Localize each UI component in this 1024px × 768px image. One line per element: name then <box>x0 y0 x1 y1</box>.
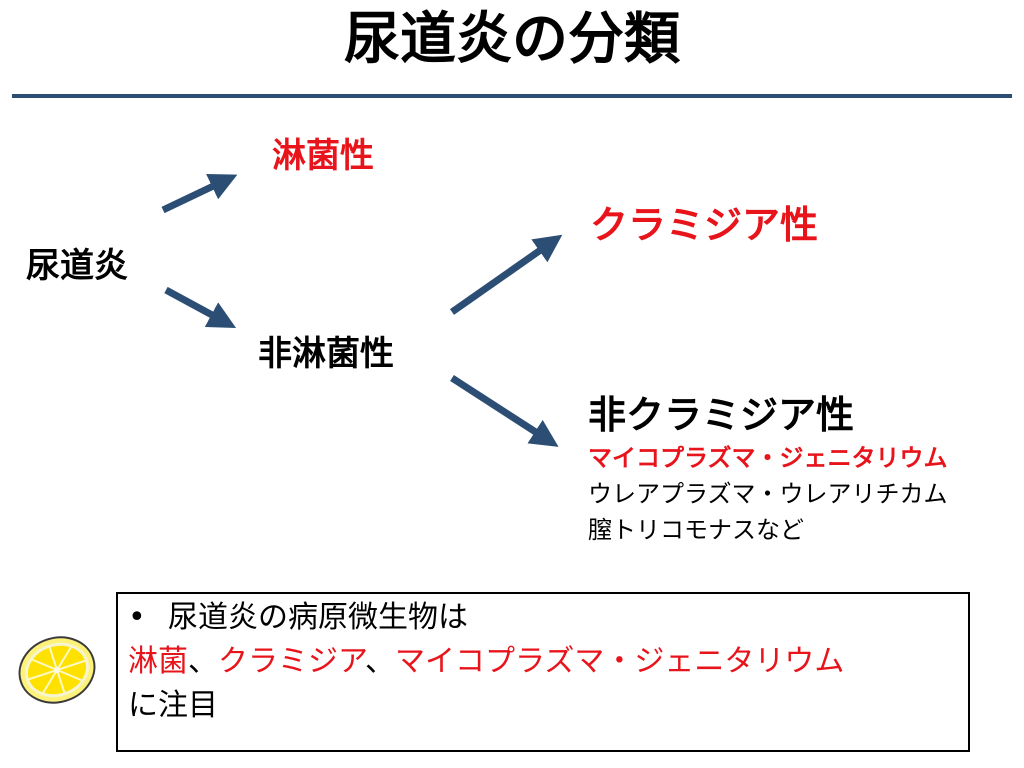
note-line-3: に注目 <box>128 688 218 723</box>
arrow-to-chlamydial-icon <box>449 234 563 315</box>
summary-note-box: •尿道炎の病原微生物は 淋菌、クラミジア、マイコプラズマ・ジェニタリウム に注目 <box>116 592 970 752</box>
note-mycoplasma-genitalium: マイコプラズマ・ジェニタリウム <box>395 644 845 679</box>
example-trichomonas-vaginalis: 膣トリコモナスなど <box>588 516 804 544</box>
lemon-slice-icon <box>18 636 96 704</box>
page-title: 尿道炎の分類 <box>344 7 680 72</box>
node-urethritis: 尿道炎 <box>26 246 128 286</box>
note-line-1-text: 尿道炎の病原微生物は <box>168 600 468 635</box>
node-non-gonococcal: 非淋菌性 <box>258 334 394 374</box>
node-non-chlamydial: 非クラミジア性 <box>588 393 855 437</box>
note-separator-1: 、 <box>188 644 218 679</box>
example-mycoplasma-genitalium: マイコプラズマ・ジェニタリウム <box>588 444 948 472</box>
arrow-to-non-gonococcal-icon <box>164 286 237 329</box>
note-chlamydia: クラミジア <box>218 644 365 679</box>
note-line-1: • 尿道炎の病原微生物は <box>128 596 958 640</box>
note-line-2: 淋菌、クラミジア、マイコプラズマ・ジェニタリウム <box>128 640 958 684</box>
example-ureaplasma-urealyticum: ウレアプラズマ・ウレアリチカム <box>588 480 948 508</box>
bullet-icon: • <box>128 600 146 635</box>
title-divider <box>12 94 1012 98</box>
non-chlamydial-examples: マイコプラズマ・ジェニタリウム ウレアプラズマ・ウレアリチカム 膣トリコモナスな… <box>588 440 948 548</box>
arrow-to-gonococcal-icon <box>161 173 238 214</box>
node-gonococcal: 淋菌性 <box>272 136 374 176</box>
node-chlamydial: クラミジア性 <box>590 203 819 247</box>
note-gonococcus: 淋菌 <box>128 644 188 679</box>
arrow-to-non-chlamydial-icon <box>450 375 559 447</box>
note-separator-2: 、 <box>365 644 395 679</box>
